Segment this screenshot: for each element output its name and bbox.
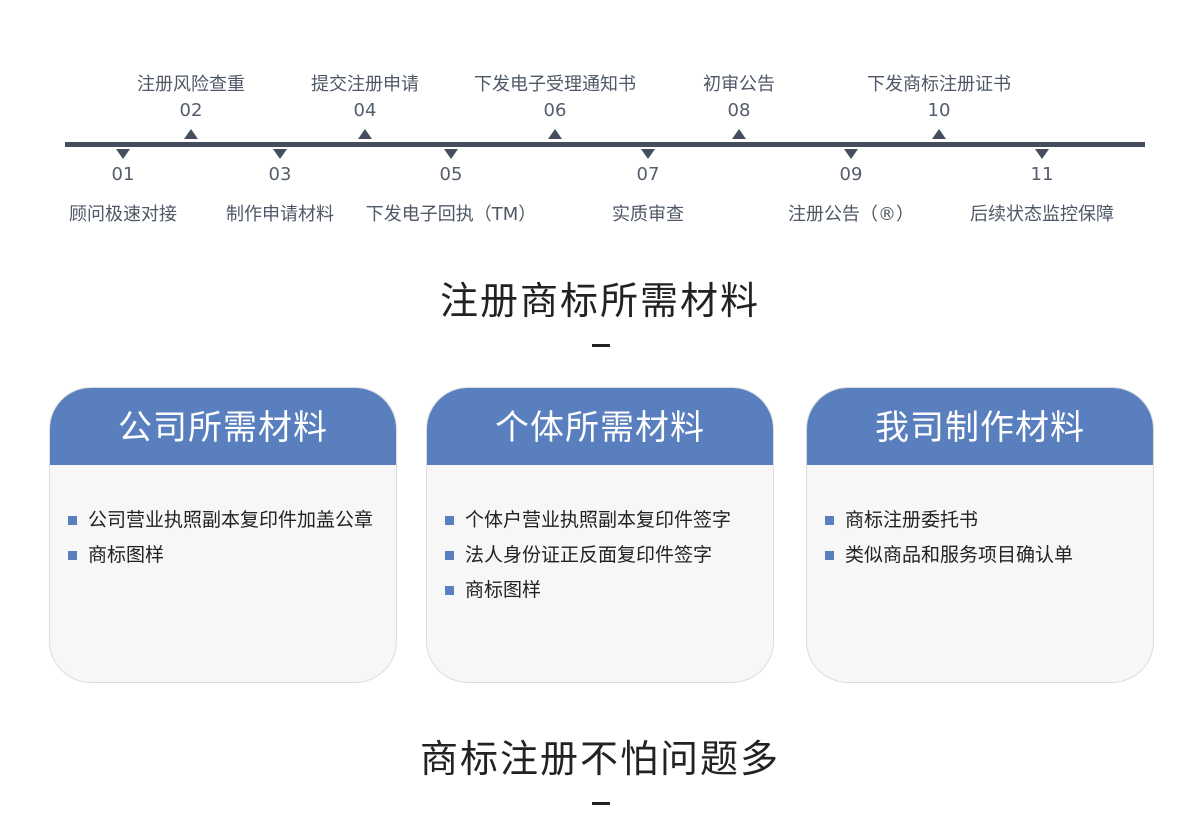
square-bullet-icon	[445, 516, 454, 525]
step-label: 注册公告（®）	[788, 204, 914, 225]
step-label: 提交注册申请	[311, 74, 419, 95]
materials-list: 个体户营业执照副本复印件签字 法人身份证正反面复印件签字 商标图样	[427, 465, 773, 608]
down-triangle-icon	[1035, 149, 1049, 159]
step-number: 10	[927, 100, 951, 121]
section-title-questions: 商标注册不怕问题多	[419, 737, 780, 781]
card-title: 我司制作材料	[807, 388, 1153, 465]
list-item: 类似商品和服务项目确认单	[825, 538, 1153, 573]
down-triangle-icon	[444, 149, 458, 159]
step-label: 实质审查	[612, 204, 684, 225]
title-divider	[592, 344, 610, 347]
down-triangle-icon	[116, 149, 130, 159]
step-label: 下发电子受理通知书	[474, 74, 636, 95]
step-number: 07	[636, 164, 660, 185]
step-label: 顾问极速对接	[69, 204, 177, 225]
item-text: 商标图样	[465, 579, 542, 601]
step-number: 11	[1030, 164, 1054, 185]
up-triangle-icon	[732, 129, 746, 139]
square-bullet-icon	[445, 586, 454, 595]
square-bullet-icon	[68, 516, 77, 525]
card-individual-materials: 个体所需材料 个体户营业执照副本复印件签字 法人身份证正反面复印件签字 商标图样	[426, 387, 774, 683]
card-title: 公司所需材料	[50, 388, 396, 465]
list-item: 公司营业执照副本复印件加盖公章	[68, 503, 396, 538]
card-company-materials: 公司所需材料 公司营业执照副本复印件加盖公章 商标图样	[49, 387, 397, 683]
square-bullet-icon	[825, 551, 834, 560]
step-label: 下发商标注册证书	[867, 74, 1011, 95]
item-text: 商标注册委托书	[845, 509, 979, 531]
up-triangle-icon	[932, 129, 946, 139]
step-number: 09	[839, 164, 863, 185]
square-bullet-icon	[68, 551, 77, 560]
timeline-line	[65, 142, 1145, 147]
materials-list: 商标注册委托书 类似商品和服务项目确认单	[807, 465, 1153, 573]
step-number: 06	[543, 100, 567, 121]
list-item: 法人身份证正反面复印件签字	[445, 538, 773, 573]
card-our-materials: 我司制作材料 商标注册委托书 类似商品和服务项目确认单	[806, 387, 1154, 683]
item-text: 类似商品和服务项目确认单	[845, 544, 1074, 566]
section-title-materials: 注册商标所需材料	[439, 279, 760, 323]
item-text: 公司营业执照副本复印件加盖公章	[88, 509, 374, 531]
item-text: 个体户营业执照副本复印件签字	[465, 509, 732, 531]
step-number: 08	[727, 100, 751, 121]
step-number: 02	[179, 100, 203, 121]
step-number: 03	[268, 164, 292, 185]
up-triangle-icon	[358, 129, 372, 139]
list-item: 商标图样	[445, 573, 773, 608]
title-divider	[592, 802, 610, 805]
card-title: 个体所需材料	[427, 388, 773, 465]
step-number: 01	[111, 164, 135, 185]
square-bullet-icon	[825, 516, 834, 525]
step-number: 05	[439, 164, 463, 185]
step-label: 初审公告	[703, 74, 775, 95]
item-text: 商标图样	[88, 544, 165, 566]
up-triangle-icon	[548, 129, 562, 139]
down-triangle-icon	[844, 149, 858, 159]
registration-timeline: 注册风险查重 02 提交注册申请 04 下发电子受理通知书 06 初审公告 08…	[0, 0, 1200, 240]
up-triangle-icon	[184, 129, 198, 139]
step-label: 注册风险查重	[137, 74, 245, 95]
step-label: 下发电子回执（TM）	[365, 204, 537, 225]
item-text: 法人身份证正反面复印件签字	[465, 544, 713, 566]
down-triangle-icon	[641, 149, 655, 159]
list-item: 个体户营业执照副本复印件签字	[445, 503, 773, 538]
list-item: 商标图样	[68, 538, 396, 573]
step-label: 制作申请材料	[226, 204, 334, 225]
step-number: 04	[353, 100, 377, 121]
down-triangle-icon	[273, 149, 287, 159]
square-bullet-icon	[445, 551, 454, 560]
materials-list: 公司营业执照副本复印件加盖公章 商标图样	[50, 465, 396, 573]
step-label: 后续状态监控保障	[970, 204, 1114, 225]
list-item: 商标注册委托书	[825, 503, 1153, 538]
